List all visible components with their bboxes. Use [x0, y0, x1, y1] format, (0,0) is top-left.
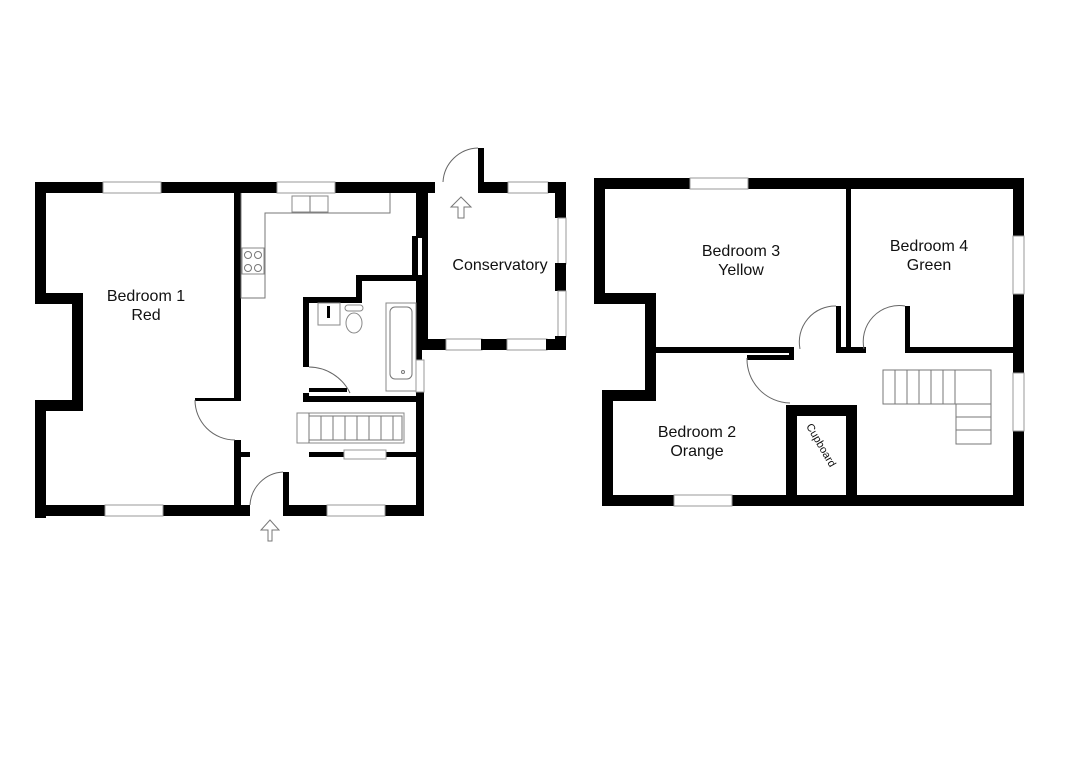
room-sublabel-bedroom2: Orange: [670, 443, 723, 460]
door-bedroom2: [746, 357, 791, 404]
room-label-conservatory: Conservatory: [452, 257, 547, 274]
room-sublabel-bedroom4: Green: [907, 257, 951, 274]
front-door: [249, 471, 284, 542]
door-bedroom4: [862, 305, 906, 350]
window: [673, 494, 733, 507]
hob-icon: [241, 247, 265, 275]
room-label-bedroom1: Bedroom 1: [107, 288, 185, 305]
ground-floor: Bedroom 1 Red Conservatory: [35, 147, 567, 542]
window: [1012, 235, 1025, 295]
room-label-cupboard: Cupboard: [803, 422, 838, 470]
kitchen-counter: [240, 193, 391, 299]
bedroom1-walls: [35, 182, 435, 518]
window: [689, 177, 749, 190]
room-label-bedroom2: Bedroom 2: [658, 424, 736, 441]
room-sublabel-bedroom3: Yellow: [718, 262, 764, 279]
stairs: [882, 369, 992, 445]
conservatory-walls: [422, 147, 567, 351]
toilet-icon: [345, 312, 363, 334]
entrance-arrow-icon: [259, 519, 281, 542]
first-floor: Bedroom 3 Yellow Bedroom 4 Green Bedroom…: [594, 177, 1025, 507]
first-floor-walls: [594, 178, 1024, 506]
room-sublabel-bedroom1: Red: [131, 307, 160, 324]
stairs: [296, 412, 405, 444]
kitchen-walls: [276, 181, 424, 517]
door-bedroom3: [798, 305, 837, 350]
window: [102, 181, 162, 194]
bathroom-fittings: [308, 302, 425, 394]
room-label-bedroom3: Bedroom 3: [702, 243, 780, 260]
door-bedroom1: [194, 398, 236, 441]
window: [1012, 372, 1025, 432]
room-label-bedroom4: Bedroom 4: [890, 238, 968, 255]
entrance-arrow-icon: [449, 196, 473, 219]
window: [104, 504, 164, 517]
